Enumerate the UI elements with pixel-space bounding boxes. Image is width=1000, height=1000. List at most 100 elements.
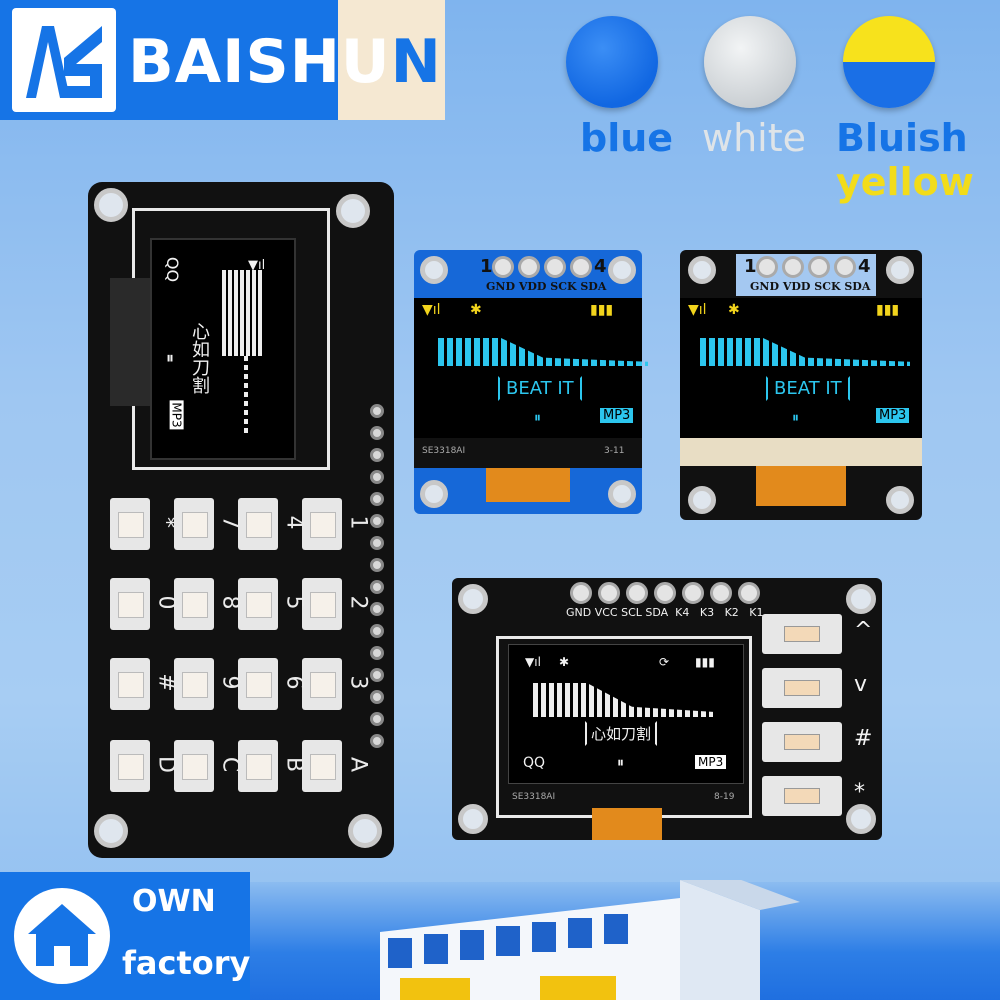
pin [598, 582, 620, 604]
keypad-key-label: 0 [153, 595, 179, 610]
pin [756, 256, 778, 278]
oled-module-blue: 1 4 GND VDD SCK SDA ▼ıl ✱ ▮▮▮ BEAT IT ⏸ … [414, 250, 648, 514]
pin [370, 646, 384, 660]
pin-labels: GND VCC SCL SDA K4 K3 K2 K1 [566, 606, 764, 619]
equalizer-bars [438, 338, 648, 366]
qq-label: QQ [523, 755, 546, 771]
mp3-badge: MP3 [169, 400, 184, 430]
oled-module-buttons: GND VCC SCL SDA K4 K3 K2 K1 ▼ıl ✱ ⟳ ▮▮▮ … [452, 578, 882, 840]
key-down[interactable] [762, 668, 842, 708]
keypad-key[interactable] [238, 578, 278, 630]
keypad-key[interactable] [302, 658, 342, 710]
pin [544, 256, 566, 278]
pin-number-start: 1 [480, 256, 493, 277]
equalizer-bars [533, 683, 713, 717]
battery-icon: ▮▮▮ [695, 655, 715, 669]
keypad-key-label: D [153, 756, 179, 773]
song-title: BEAT IT [766, 376, 850, 401]
pin [370, 734, 384, 748]
footer-factory: factory [122, 944, 251, 982]
keypad-key[interactable] [174, 578, 214, 630]
pause-icon: ⏸ [792, 410, 799, 426]
pin [370, 602, 384, 616]
mount-hole [420, 480, 448, 508]
pin [808, 256, 830, 278]
pin [492, 256, 514, 278]
pin [370, 536, 384, 550]
color-swatch-white [704, 16, 796, 108]
mount-hole [420, 256, 448, 284]
key-up[interactable] [762, 614, 842, 654]
keypad-key[interactable] [174, 740, 214, 792]
brand-name: BAISHUN [128, 27, 442, 97]
keypad-key-label: 5 [281, 595, 307, 610]
ribbon-cable [592, 808, 662, 840]
keypad-key[interactable] [110, 498, 150, 550]
mount-hole [458, 804, 488, 834]
keypad-key[interactable] [110, 740, 150, 792]
key-star[interactable] [762, 776, 842, 816]
home-icon [14, 888, 110, 984]
keypad-key[interactable] [302, 498, 342, 550]
signal-icon: ▼ıl [422, 302, 441, 318]
pin [370, 712, 384, 726]
pin [370, 514, 384, 528]
pin-header [756, 256, 856, 278]
keypad-key-label: 3 [345, 675, 371, 690]
bluetooth-icon: ✱ [470, 302, 482, 318]
pin [626, 582, 648, 604]
side-keys: ^ v # * [762, 614, 882, 824]
keypad-key[interactable] [174, 658, 214, 710]
mp3-badge: MP3 [876, 408, 910, 423]
keypad-key-label: A [345, 756, 371, 773]
equalizer-line [244, 356, 248, 436]
pin [370, 558, 384, 572]
pin [654, 582, 676, 604]
song-title: 心如刀割 [585, 721, 658, 746]
keypad-key[interactable] [302, 578, 342, 630]
brand-bar-accent [338, 0, 445, 120]
pin [370, 668, 384, 682]
keypad-key-label: C [217, 756, 243, 773]
mount-hole [94, 814, 128, 848]
keypad-key-label: 4 [281, 515, 307, 530]
keypad-key[interactable] [238, 498, 278, 550]
factory-illustration [380, 872, 800, 1000]
keypad-key[interactable] [238, 658, 278, 710]
color-swatch-bluish-yellow [843, 16, 935, 108]
keypad-key-label: 2 [345, 595, 371, 610]
pause-icon: ⏸ [617, 755, 624, 771]
pin-header [570, 582, 760, 604]
pin-number-end: 4 [594, 256, 607, 277]
pin-header [492, 256, 592, 278]
keypad-key-label: 9 [217, 675, 243, 690]
keypad-key[interactable] [238, 740, 278, 792]
keypad-key[interactable] [302, 740, 342, 792]
key-hash[interactable] [762, 722, 842, 762]
keypad-key[interactable] [174, 498, 214, 550]
mount-hole [608, 256, 636, 284]
ribbon-cable [110, 278, 150, 406]
color-label-bluish: Bluish [836, 116, 968, 160]
keypad-key-label: 7 [217, 515, 243, 530]
keypad-key[interactable] [110, 658, 150, 710]
mp3-badge: MP3 [695, 755, 727, 769]
pause-icon: ⏸ [534, 410, 541, 426]
keypad-key[interactable] [110, 578, 150, 630]
mount-hole [458, 584, 488, 614]
color-swatch-blue [566, 16, 658, 108]
oled-screen: ▼ıl ✱ ▮▮▮ BEAT IT ⏸ MP3 [680, 298, 922, 438]
pin [782, 256, 804, 278]
key-up-label: ^ [854, 618, 873, 643]
pin-header [370, 404, 390, 824]
signal-icon: ▼ıl [248, 258, 266, 273]
oled-screen: ▼ıl ✱ ▮▮▮ BEAT IT ⏸ MP3 [414, 298, 648, 438]
glass-bezel [680, 438, 922, 466]
equalizer-bars [222, 270, 262, 356]
pin [370, 404, 384, 418]
battery-icon: ▮▮▮ [876, 302, 900, 318]
key-star-label: * [854, 780, 865, 805]
key-down-label: v [854, 672, 868, 697]
mount-hole [846, 584, 876, 614]
